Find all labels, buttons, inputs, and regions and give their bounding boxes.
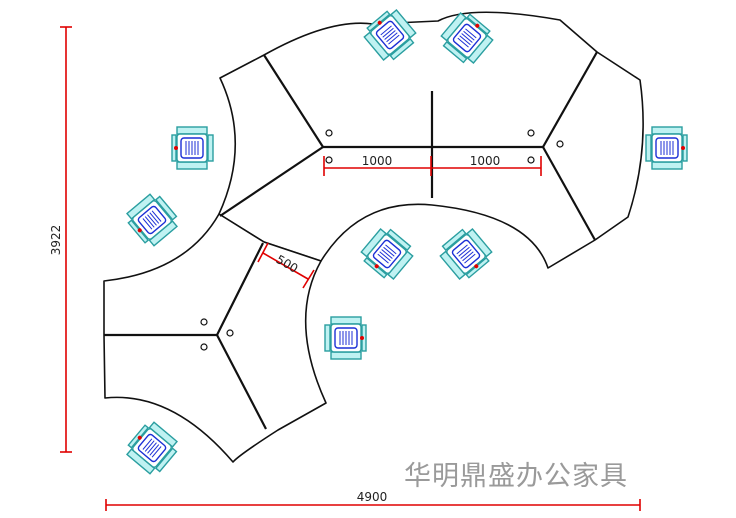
brand-watermark: 华明鼎盛办公家具 xyxy=(404,461,628,492)
desk-cluster-lower-outline xyxy=(103,213,327,463)
office-chair-icon xyxy=(122,189,183,250)
dimension-label-desk-right: 1000 xyxy=(470,154,501,168)
office-chair-icon xyxy=(171,126,214,170)
dimension-label-desk-left: 1000 xyxy=(362,154,393,168)
dimension-label-overall-width: 4900 xyxy=(357,490,388,504)
office-chair-icon xyxy=(435,223,496,284)
dimension-overall-width: 4900 xyxy=(105,490,641,511)
dimension-label-overall-depth: 3922 xyxy=(49,225,63,256)
dimension-overall-depth: 3922 xyxy=(49,26,72,453)
dimension-desk-length: 1000 1000 xyxy=(323,154,542,176)
cable-grommets xyxy=(200,129,564,351)
office-chair-icon xyxy=(324,316,367,360)
office-chair-icon xyxy=(645,126,688,170)
desk-dividers xyxy=(104,51,598,430)
office-chair-icon xyxy=(357,223,418,284)
office-chair-icon xyxy=(122,418,183,479)
